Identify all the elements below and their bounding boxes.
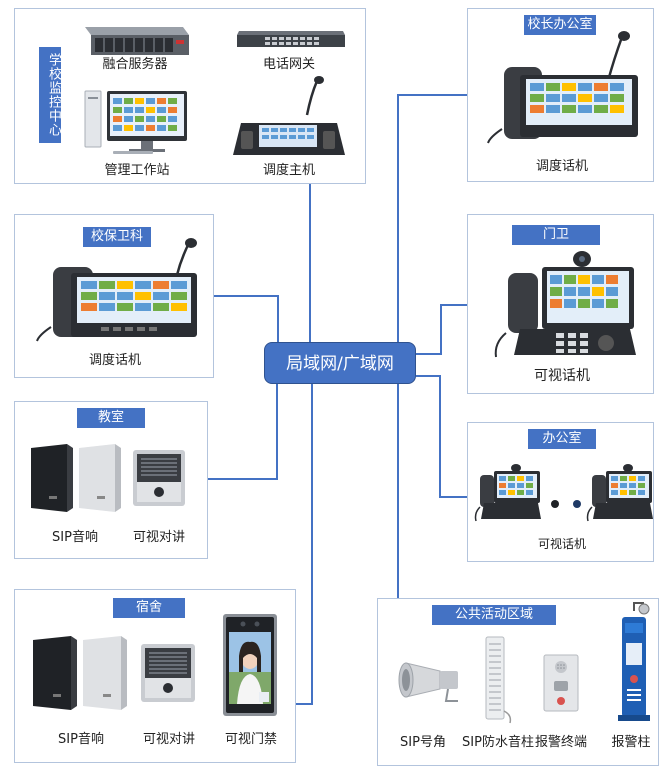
link-gate — [416, 304, 467, 355]
video-phone-icon — [494, 251, 636, 358]
link-security — [213, 295, 279, 342]
principal-office-device-label: 调度话机 — [535, 159, 588, 174]
dispatch-console-icon — [233, 76, 345, 155]
alarm-pillar-icon — [618, 602, 650, 721]
dispatch-phone-icon — [36, 238, 197, 342]
link-dorm — [296, 384, 313, 705]
connection-dots-icon — [551, 500, 581, 508]
principal-office-title: 校长办公室 — [524, 15, 596, 35]
classroom-speaker-label: SIP音响 — [52, 530, 98, 545]
video-phone-icon — [586, 464, 653, 522]
dorm-access-label: 可视门禁 — [224, 732, 277, 747]
network-hub: 局域网/广域网 — [264, 342, 416, 384]
sip-speaker-icon — [31, 444, 121, 512]
control-center-panel: 学校监控中心 融合服务器 电话网关 — [14, 8, 366, 184]
gate-panel: 门卫 可视话机 — [467, 214, 654, 394]
security-panel: 校保卫科 调度话机 — [14, 214, 214, 378]
sip-horn-label: SIP号角 — [400, 735, 446, 750]
sip-horn-icon — [398, 662, 458, 702]
link-principal-office — [397, 94, 467, 342]
gate-title: 门卫 — [512, 225, 600, 245]
security-title: 校保卫科 — [83, 227, 151, 247]
sip-waterproof-column-label: SIP防水音柱 — [462, 735, 534, 750]
fusion-server-label: 融合服务器 — [102, 57, 168, 72]
classroom-title: 教室 — [77, 408, 145, 428]
office-title: 办公室 — [528, 429, 596, 449]
sip-speaker-icon — [33, 636, 127, 710]
video-intercom-icon — [141, 644, 195, 702]
video-intercom-icon — [133, 450, 185, 506]
office-device-label: 可视话机 — [537, 537, 586, 551]
fusion-server-icon — [85, 27, 189, 55]
security-device-label: 调度话机 — [88, 353, 141, 368]
sip-waterproof-column-icon — [485, 636, 512, 724]
phone-gateway-label: 电话网关 — [262, 57, 315, 72]
classroom-panel: 教室 SIP音响 可视对讲 — [14, 401, 208, 559]
dorm-panel: 宿舍 SIP音响 可视对讲 可视门禁 — [14, 589, 296, 763]
management-workstation-label: 管理工作站 — [104, 163, 170, 178]
alarm-terminal-label: 报警终端 — [534, 735, 587, 750]
public-area-panel: 公共活动区域 SIP号角 SIP防水音柱 报警终端 报警柱 — [377, 598, 659, 766]
public-area-title: 公共活动区域 — [432, 605, 556, 625]
dorm-title: 宿舍 — [113, 598, 185, 618]
alarm-terminal-icon — [543, 654, 579, 712]
office-panel: 办公室 可视话机 — [467, 422, 654, 562]
alarm-pillar-label: 报警柱 — [611, 735, 651, 750]
classroom-intercom-label: 可视对讲 — [132, 530, 185, 545]
video-access-control-icon — [223, 614, 277, 716]
principal-office-panel: 校长办公室 调度话机 — [467, 8, 654, 182]
dorm-intercom-label: 可视对讲 — [142, 732, 195, 747]
link-office — [416, 375, 467, 498]
control-center-title: 学校监控中心 — [39, 47, 61, 143]
link-classroom — [207, 384, 278, 480]
video-phone-icon — [474, 464, 541, 522]
gate-device-label: 可视话机 — [534, 368, 590, 384]
management-workstation-icon — [84, 90, 187, 154]
dispatch-phone-icon — [487, 31, 638, 144]
phone-gateway-icon — [237, 31, 345, 47]
dorm-speaker-label: SIP音响 — [58, 732, 104, 747]
dispatch-console-label: 调度主机 — [262, 163, 315, 178]
